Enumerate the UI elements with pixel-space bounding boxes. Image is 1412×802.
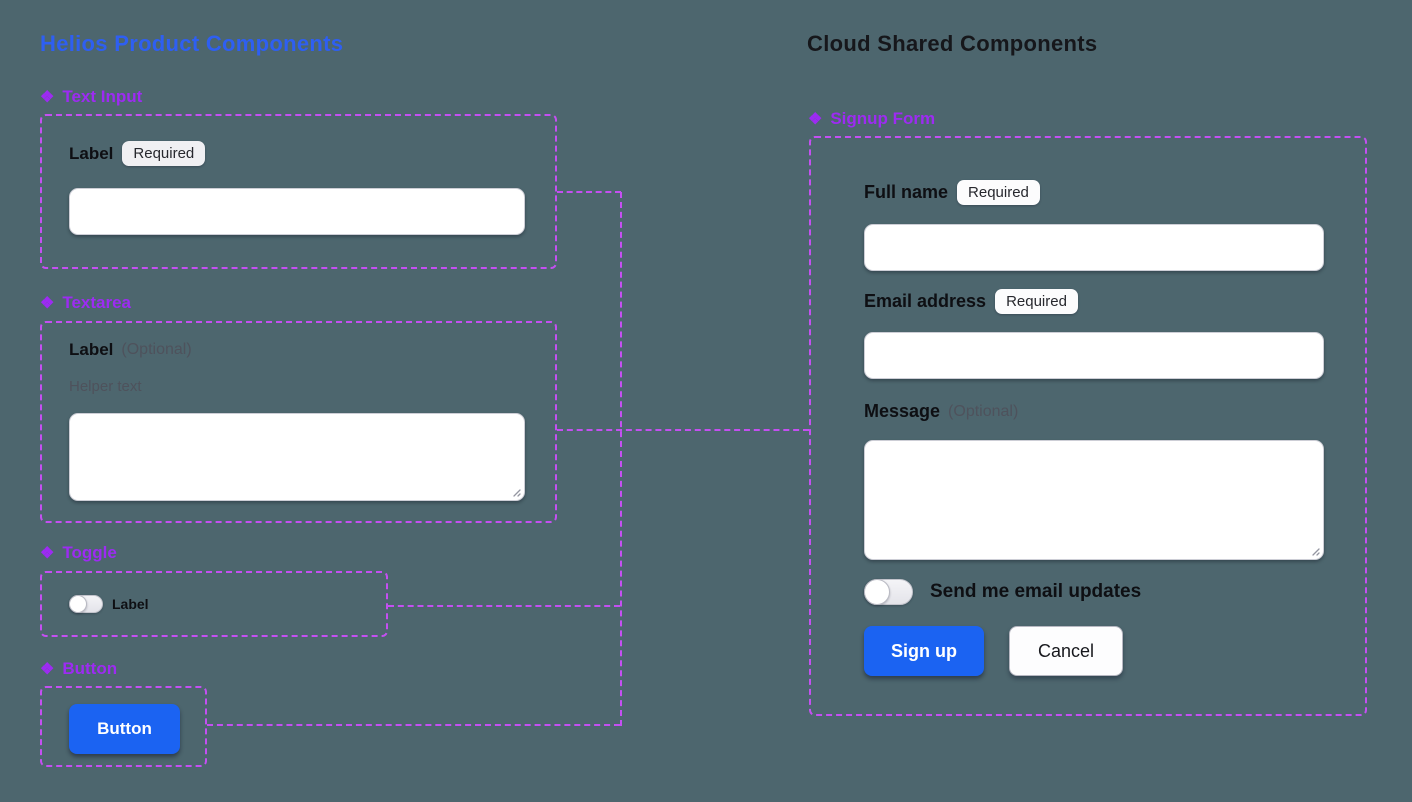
component-icon: ❖ xyxy=(808,111,823,128)
component-heading-label: Text Input xyxy=(62,87,143,106)
connector-textarea xyxy=(557,429,809,431)
component-heading-signup-form: ❖ Signup Form xyxy=(808,109,935,129)
cancel-button[interactable]: Cancel xyxy=(1009,626,1123,676)
component-frame-text-input[interactable]: Label Required xyxy=(40,114,557,269)
optional-suffix: (Optional) xyxy=(121,341,192,358)
component-heading-label: Signup Form xyxy=(830,109,936,128)
message-textarea[interactable] xyxy=(864,440,1324,560)
component-frame-signup-form[interactable]: Full name Required Email address Require… xyxy=(809,136,1367,716)
connector-main-vertical xyxy=(620,192,622,726)
helios-library-title: Helios Product Components xyxy=(40,31,344,56)
connector-button xyxy=(207,724,620,726)
message-optional-suffix: (Optional) xyxy=(948,402,1019,420)
email-required-badge: Required xyxy=(995,289,1078,314)
email-updates-label: Send me email updates xyxy=(930,581,1142,602)
full-name-input[interactable] xyxy=(864,224,1324,271)
textarea-label: Label xyxy=(69,340,114,359)
toggle-knob xyxy=(864,579,890,605)
component-frame-textarea[interactable]: Label (Optional) Helper text xyxy=(40,321,557,523)
toggle-label: Label xyxy=(112,596,149,612)
connector-text-input xyxy=(557,191,621,193)
email-updates-toggle[interactable] xyxy=(864,579,913,605)
email-label: Email address xyxy=(864,291,987,311)
component-heading-label: Textarea xyxy=(62,293,132,312)
text-input-field[interactable] xyxy=(69,188,525,235)
text-input-label: Label xyxy=(69,143,114,163)
toggle-knob xyxy=(69,595,87,613)
message-label: Message xyxy=(864,401,941,421)
email-input[interactable] xyxy=(864,332,1324,379)
button-component[interactable]: Button xyxy=(69,704,180,754)
sign-up-button[interactable]: Sign up xyxy=(864,626,984,676)
component-frame-toggle[interactable]: Label xyxy=(40,571,388,637)
helper-text: Helper text xyxy=(69,378,142,395)
component-heading-text-input: ❖ Text Input xyxy=(40,87,142,107)
component-heading-label: Button xyxy=(62,659,118,678)
component-heading-textarea: ❖ Textarea xyxy=(40,293,131,313)
connector-toggle xyxy=(388,605,620,607)
component-heading-toggle: ❖ Toggle xyxy=(40,543,117,563)
component-icon: ❖ xyxy=(40,295,55,312)
component-frame-button[interactable]: Button xyxy=(40,686,207,767)
full-name-label: Full name xyxy=(864,182,949,202)
toggle-switch[interactable] xyxy=(69,595,103,613)
component-heading-label: Toggle xyxy=(62,543,117,562)
cloud-library-title: Cloud Shared Components xyxy=(807,31,1098,56)
full-name-required-badge: Required xyxy=(957,180,1040,205)
component-icon: ❖ xyxy=(40,89,55,106)
component-icon: ❖ xyxy=(40,545,55,562)
component-icon: ❖ xyxy=(40,661,55,678)
required-badge: Required xyxy=(122,141,206,166)
textarea-field[interactable] xyxy=(69,413,525,501)
component-heading-button: ❖ Button xyxy=(40,659,117,679)
